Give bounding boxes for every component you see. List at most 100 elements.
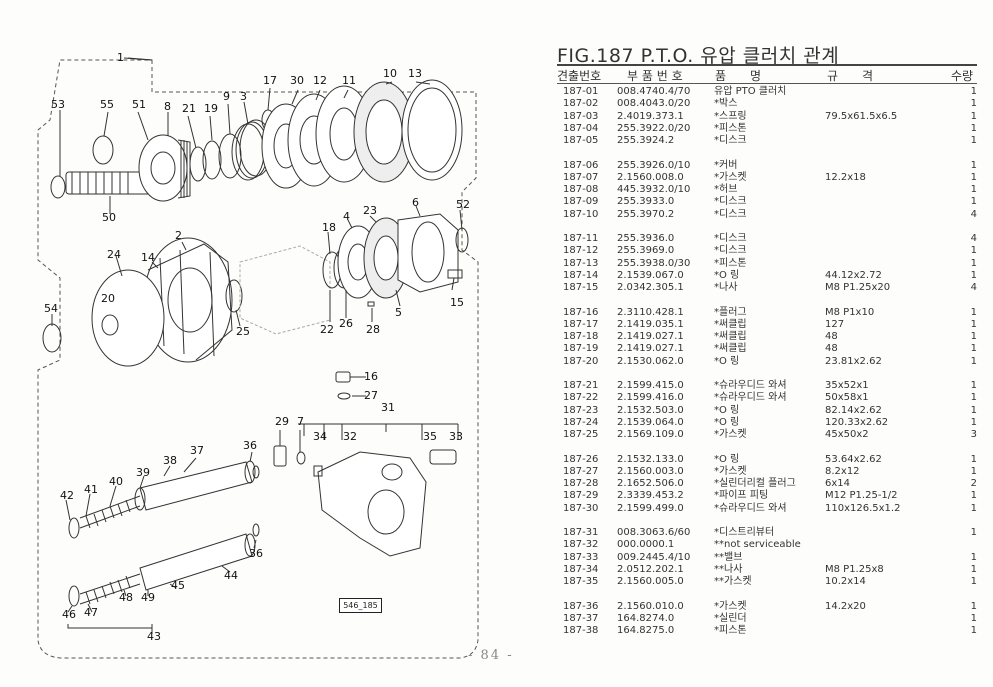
cell-part-no: 2.4019.373.1 <box>617 110 684 122</box>
cell-part-no: 2.1599.416.0 <box>617 392 684 404</box>
callout-label: 16 <box>364 370 378 383</box>
page-number: - 84 - <box>468 648 514 663</box>
callout-label: 17 <box>263 74 277 87</box>
callout-label: 39 <box>136 466 150 479</box>
table-header: 견출번호 부 품 번 호 품 명 규 격 수량 <box>557 67 977 83</box>
cell-qty: 1 <box>970 110 977 122</box>
cell-ref-no: 187-24 <box>563 416 599 428</box>
cell-qty: 1 <box>970 343 977 355</box>
cell-ref-no: 187-18 <box>563 331 599 343</box>
cell-part-name: *슈라우디드 와셔 <box>714 502 787 514</box>
cell-part-name: *가스켓 <box>714 600 747 612</box>
cell-part-name: *O 링 <box>714 269 740 281</box>
cell-part-name: *가스켓 <box>714 465 747 477</box>
cell-part-no: 2.1560.010.0 <box>617 600 684 612</box>
callout-label: 50 <box>102 211 116 224</box>
cell-qty: 1 <box>970 465 977 477</box>
callout-label: 48 <box>119 591 133 604</box>
cell-ref-no: 187-23 <box>563 404 599 416</box>
cell-part-no: 008.4043.0/20 <box>617 98 691 110</box>
cell-part-name: *O 링 <box>714 416 740 428</box>
cell-spec: 14.2x20 <box>825 600 866 612</box>
cell-part-name: *디스크 <box>714 196 747 208</box>
cell-part-name: *플러그 <box>714 306 747 318</box>
callout-label: 11 <box>342 74 356 87</box>
cell-part-no: 2.3339.453.2 <box>617 490 684 502</box>
callout-label: 31 <box>381 401 395 414</box>
callout-label: 42 <box>60 489 74 502</box>
callout-label: 12 <box>313 74 327 87</box>
cell-qty: 1 <box>970 122 977 134</box>
title-divider <box>557 64 977 66</box>
cell-qty: 1 <box>970 502 977 514</box>
cell-qty: 1 <box>970 171 977 183</box>
cell-ref-no: 187-10 <box>563 208 599 220</box>
exploded-diagram: 1 53 55 51 8 21 19 9 3 17 30 12 11 10 13… <box>37 52 479 659</box>
cell-qty: 1 <box>970 98 977 110</box>
cell-ref-no: 187-19 <box>563 343 599 355</box>
cell-part-no: 008.4740.4/70 <box>617 86 691 97</box>
cell-spec: 50x58x1 <box>825 392 869 404</box>
cell-spec: 48 <box>825 331 838 343</box>
cell-ref-no: 187-02 <box>563 98 599 110</box>
callout-label: 15 <box>450 296 464 309</box>
cell-ref-no: 187-06 <box>563 159 599 171</box>
cell-part-name: *O 링 <box>714 453 740 465</box>
cell-ref-no: 187-09 <box>563 196 599 208</box>
callout-label: 19 <box>204 102 218 115</box>
cell-part-name: *허브 <box>714 184 738 196</box>
cell-spec: 8.2x12 <box>825 465 860 477</box>
cell-qty: 1 <box>970 551 977 563</box>
cell-spec: 53.64x2.62 <box>825 453 882 465</box>
cell-part-name: *실린더리컬 플러그 <box>714 478 796 490</box>
callout-label: 47 <box>84 606 98 619</box>
cell-spec: 6x14 <box>825 478 851 490</box>
cell-qty: 1 <box>970 257 977 269</box>
cell-ref-no: 187-14 <box>563 269 599 281</box>
cell-part-name: *O 링 <box>714 404 740 416</box>
cell-qty: 2 <box>970 478 977 490</box>
figure-title: FIG.187 P.T.O. 유압 클러치 관계 <box>557 45 840 67</box>
cell-qty: 4 <box>970 208 977 220</box>
header-divider <box>557 83 977 84</box>
cell-ref-no: 187-26 <box>563 453 599 465</box>
cell-qty: 1 <box>970 453 977 465</box>
cell-ref-no: 187-32 <box>563 539 599 551</box>
cell-ref-no: 187-03 <box>563 110 599 122</box>
cell-qty: 1 <box>970 245 977 257</box>
cell-part-name: 유압 PTO 클러치 <box>714 86 787 97</box>
cell-part-name: *써클립 <box>714 318 747 330</box>
cell-qty: 1 <box>970 331 977 343</box>
cell-ref-no: 187-21 <box>563 380 599 391</box>
cell-part-no: 164.8275.0 <box>617 625 675 637</box>
cell-ref-no: 187-37 <box>563 612 599 624</box>
diagram-drawing <box>37 57 479 659</box>
cell-qty: 1 <box>970 159 977 171</box>
cell-part-name: *가스켓 <box>714 171 747 183</box>
cell-ref-no: 187-22 <box>563 392 599 404</box>
callout-label: 18 <box>322 221 336 234</box>
cell-part-name: *파이프 피팅 <box>714 490 769 502</box>
cell-ref-no: 187-29 <box>563 490 599 502</box>
cell-part-no: 009.2445.4/10 <box>617 551 691 563</box>
callout-label: 36 <box>243 439 257 452</box>
callout-label: 27 <box>364 389 378 402</box>
cell-part-no: 2.1560.005.0 <box>617 576 684 588</box>
cell-part-no: 445.3932.0/10 <box>617 184 691 196</box>
cell-ref-no: 187-13 <box>563 257 599 269</box>
cell-qty: 1 <box>970 269 977 281</box>
cell-spec: M8 P1.25x8 <box>825 563 884 575</box>
